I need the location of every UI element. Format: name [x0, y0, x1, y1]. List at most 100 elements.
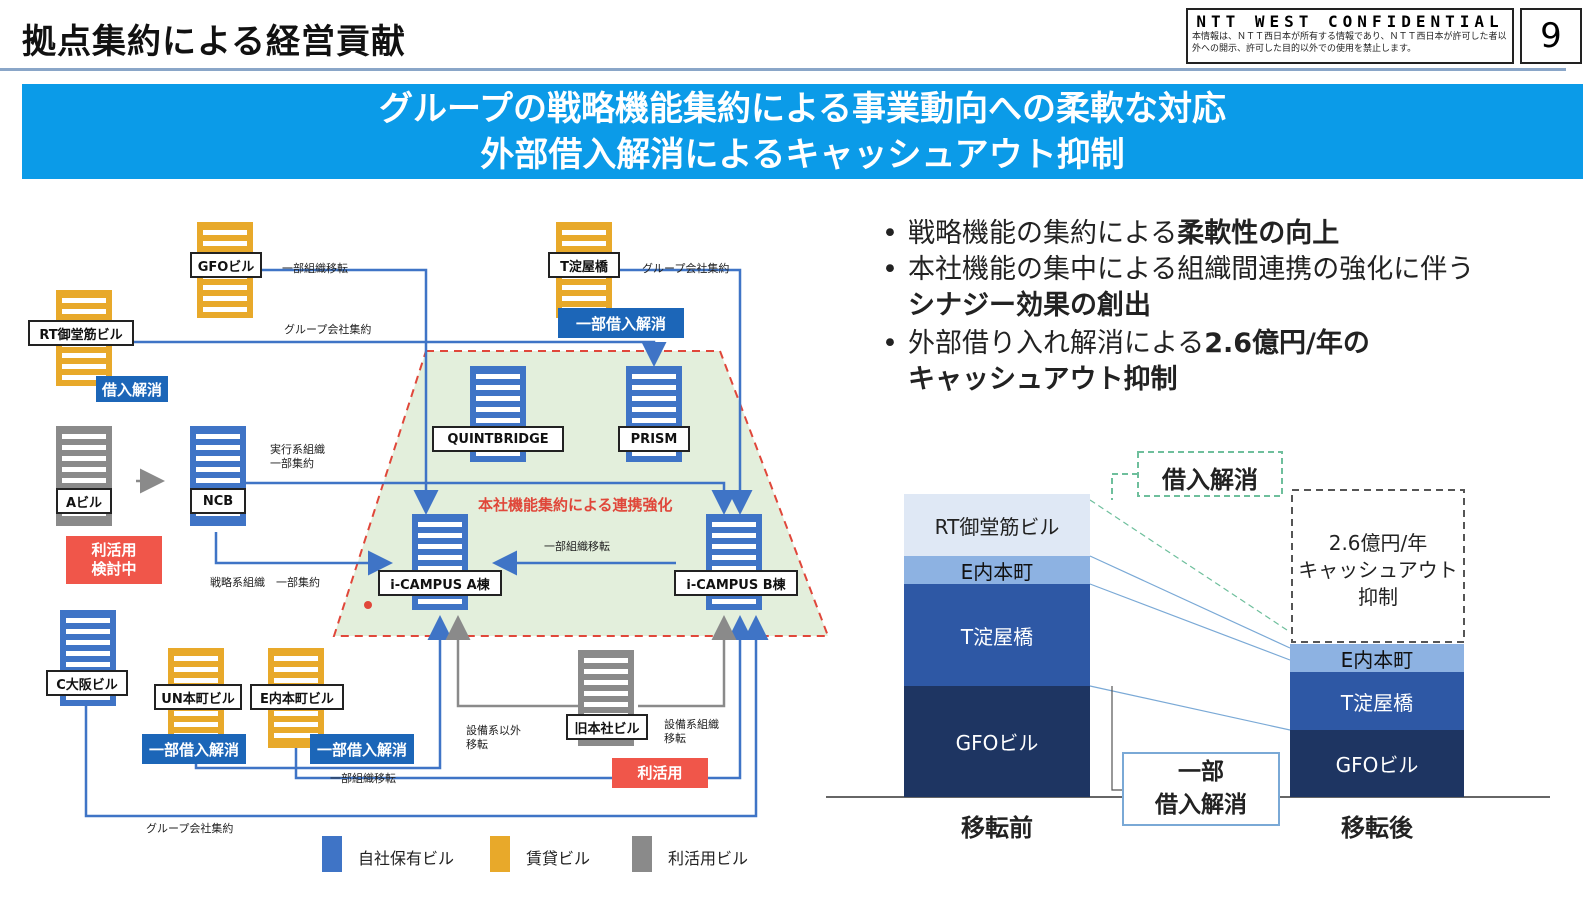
- building-window-stripe: [632, 418, 676, 423]
- arrow-label-exec: 実行系組織一部集約: [270, 443, 325, 471]
- release-callout-border: [1137, 451, 1283, 497]
- bar-after-e: E内本町: [1290, 644, 1464, 672]
- confidential-note: 本情報は、ＮＴＴ西日本が所有する情報であり、ＮＴＴ西日本が許可した者以外への開示…: [1192, 32, 1507, 54]
- arrow-label-exec-1: 実行系組織: [270, 443, 325, 456]
- building-window-stripe: [274, 722, 318, 727]
- arrow-label-move-ab: 一部組織移転: [544, 540, 610, 553]
- bullet-1-text: 戦略機能の集約による: [908, 218, 1178, 249]
- label-prism: PRISM: [618, 426, 690, 452]
- page-number: 9: [1520, 8, 1582, 64]
- release-callout-leader: [1111, 473, 1138, 500]
- arrow-gfo-to-a: [255, 268, 439, 515]
- building-window-stripe: [712, 522, 756, 527]
- bar-after-tyodo: T淀屋橋: [1290, 672, 1464, 730]
- label-old: 旧本社ビル: [566, 714, 648, 740]
- banner-line-1: グループの戦略機能集約による事業動向への柔軟な対応: [379, 89, 1226, 129]
- building-window-stripe: [632, 396, 676, 401]
- building-window-stripe: [196, 434, 240, 439]
- legend-reuse-icon: [632, 836, 652, 872]
- building-window-stripe: [632, 385, 676, 390]
- building-window-stripe: [62, 375, 106, 380]
- building-window-stripe: [62, 353, 106, 358]
- arrow-label-exec-2: 一部集約: [270, 457, 314, 470]
- category-after: 移転後: [1341, 814, 1413, 842]
- arrow-label-strategy: 戦略系組織 一部集約: [210, 576, 320, 589]
- label-e: E内本町ビル: [250, 684, 344, 710]
- building-window-stripe: [62, 364, 106, 369]
- partial-release-1: 一部: [1178, 759, 1224, 785]
- title-underline: [0, 68, 1566, 71]
- bar-before-tyodo: T淀屋橋: [904, 584, 1090, 686]
- tag-ty-release: 一部借入解消: [558, 308, 684, 338]
- building-window-stripe: [632, 451, 676, 456]
- arrow-ncb-to-b: [240, 481, 737, 515]
- building-window-stripe: [476, 418, 520, 423]
- category-before: 移転前: [961, 814, 1033, 842]
- building-window-stripe: [274, 678, 318, 683]
- building-window-stripe: [62, 467, 106, 472]
- label-icampus-b: i-CAMPUS B棟: [674, 570, 798, 596]
- cursor-dot: [364, 601, 372, 609]
- bar-before-e: E内本町: [904, 556, 1090, 584]
- saving-3: 抑制: [1358, 585, 1398, 609]
- building-window-stripe: [584, 691, 628, 696]
- label-icampus-a: i-CAMPUS A棟: [378, 570, 502, 596]
- building-window-stripe: [712, 544, 756, 549]
- confidential-label: NTT WEST CONFIDENTIAL: [1196, 12, 1504, 31]
- building-window-stripe: [196, 478, 240, 483]
- label-ncb: NCB: [190, 488, 246, 514]
- label-tyodo: T淀屋橋: [548, 252, 620, 278]
- legend-lease-icon: [490, 836, 510, 872]
- building-window-stripe: [66, 695, 110, 700]
- tag-a-status-1: 利活用: [91, 541, 137, 559]
- arrow-rt-to-prism: [132, 340, 667, 367]
- building-window-stripe: [712, 533, 756, 538]
- building-window-stripe: [418, 555, 462, 560]
- building-window-stripe: [62, 298, 106, 303]
- bar-before-rt: RT御堂筋ビル: [904, 494, 1090, 556]
- legend-own-label: 自社保有ビル: [358, 849, 455, 868]
- label-a: Aビル: [56, 488, 112, 514]
- building-window-stripe: [562, 241, 606, 246]
- banner-line-2: 外部借入解消によるキャッシュアウト抑制: [480, 135, 1125, 175]
- arrow-label-non-equip-2: 移転: [466, 738, 488, 751]
- legend-reuse-label: 利活用ビル: [668, 849, 749, 868]
- building-window-stripe: [274, 711, 318, 716]
- tag-a-status-2: 検討中: [91, 560, 137, 578]
- bullet-1-bold: 柔軟性の向上: [1177, 218, 1340, 249]
- chart-release-label: 借入解消: [1162, 466, 1258, 494]
- building-window-stripe: [66, 640, 110, 645]
- building-window-stripe: [274, 656, 318, 661]
- arrow-label-group-top: グループ会社集約: [642, 262, 730, 275]
- building-window-stripe: [712, 555, 756, 560]
- building-window-stripe: [476, 374, 520, 379]
- arrow-label-move-bottom: 一部組織移転: [330, 772, 396, 785]
- page-title: 拠点集約による経営貢献: [22, 22, 406, 62]
- building-window-stripe: [203, 241, 247, 246]
- building-window-stripe: [562, 296, 606, 301]
- building-window-stripe: [418, 566, 462, 571]
- building-window-stripe: [476, 451, 520, 456]
- bullet-3-bold-2: キャッシュアウト抑制: [908, 364, 1178, 395]
- legend-lease-label: 賃貸ビル: [526, 849, 591, 868]
- label-rt: RT御堂筋ビル: [28, 320, 134, 346]
- building-window-stripe: [584, 680, 628, 685]
- partial-callout-leader-left: [1111, 686, 1122, 791]
- building-window-stripe: [584, 669, 628, 674]
- building-window-stripe: [203, 230, 247, 235]
- building-window-stripe: [203, 307, 247, 312]
- tag-rt-release: 借入解消: [96, 376, 168, 402]
- building-window-stripe: [174, 656, 218, 661]
- building-window-stripe: [62, 456, 106, 461]
- building-window-stripe: [476, 385, 520, 390]
- tag-e-release: 一部借入解消: [310, 734, 414, 764]
- building-window-stripe: [274, 667, 318, 672]
- arrow-label-non-equip: 設備系以外移転: [466, 724, 521, 752]
- building-window-stripe: [203, 296, 247, 301]
- building-window-stripe: [274, 733, 318, 738]
- arrow-label-equip-1: 設備系組織: [664, 718, 719, 731]
- saving-box: 2.6億円/年 キャッシュアウト 抑制: [1292, 530, 1464, 611]
- building-window-stripe: [66, 662, 110, 667]
- bar-after-gfo: GFOビル: [1290, 730, 1464, 797]
- arrow-label-equip: 設備系組織移転: [664, 718, 719, 746]
